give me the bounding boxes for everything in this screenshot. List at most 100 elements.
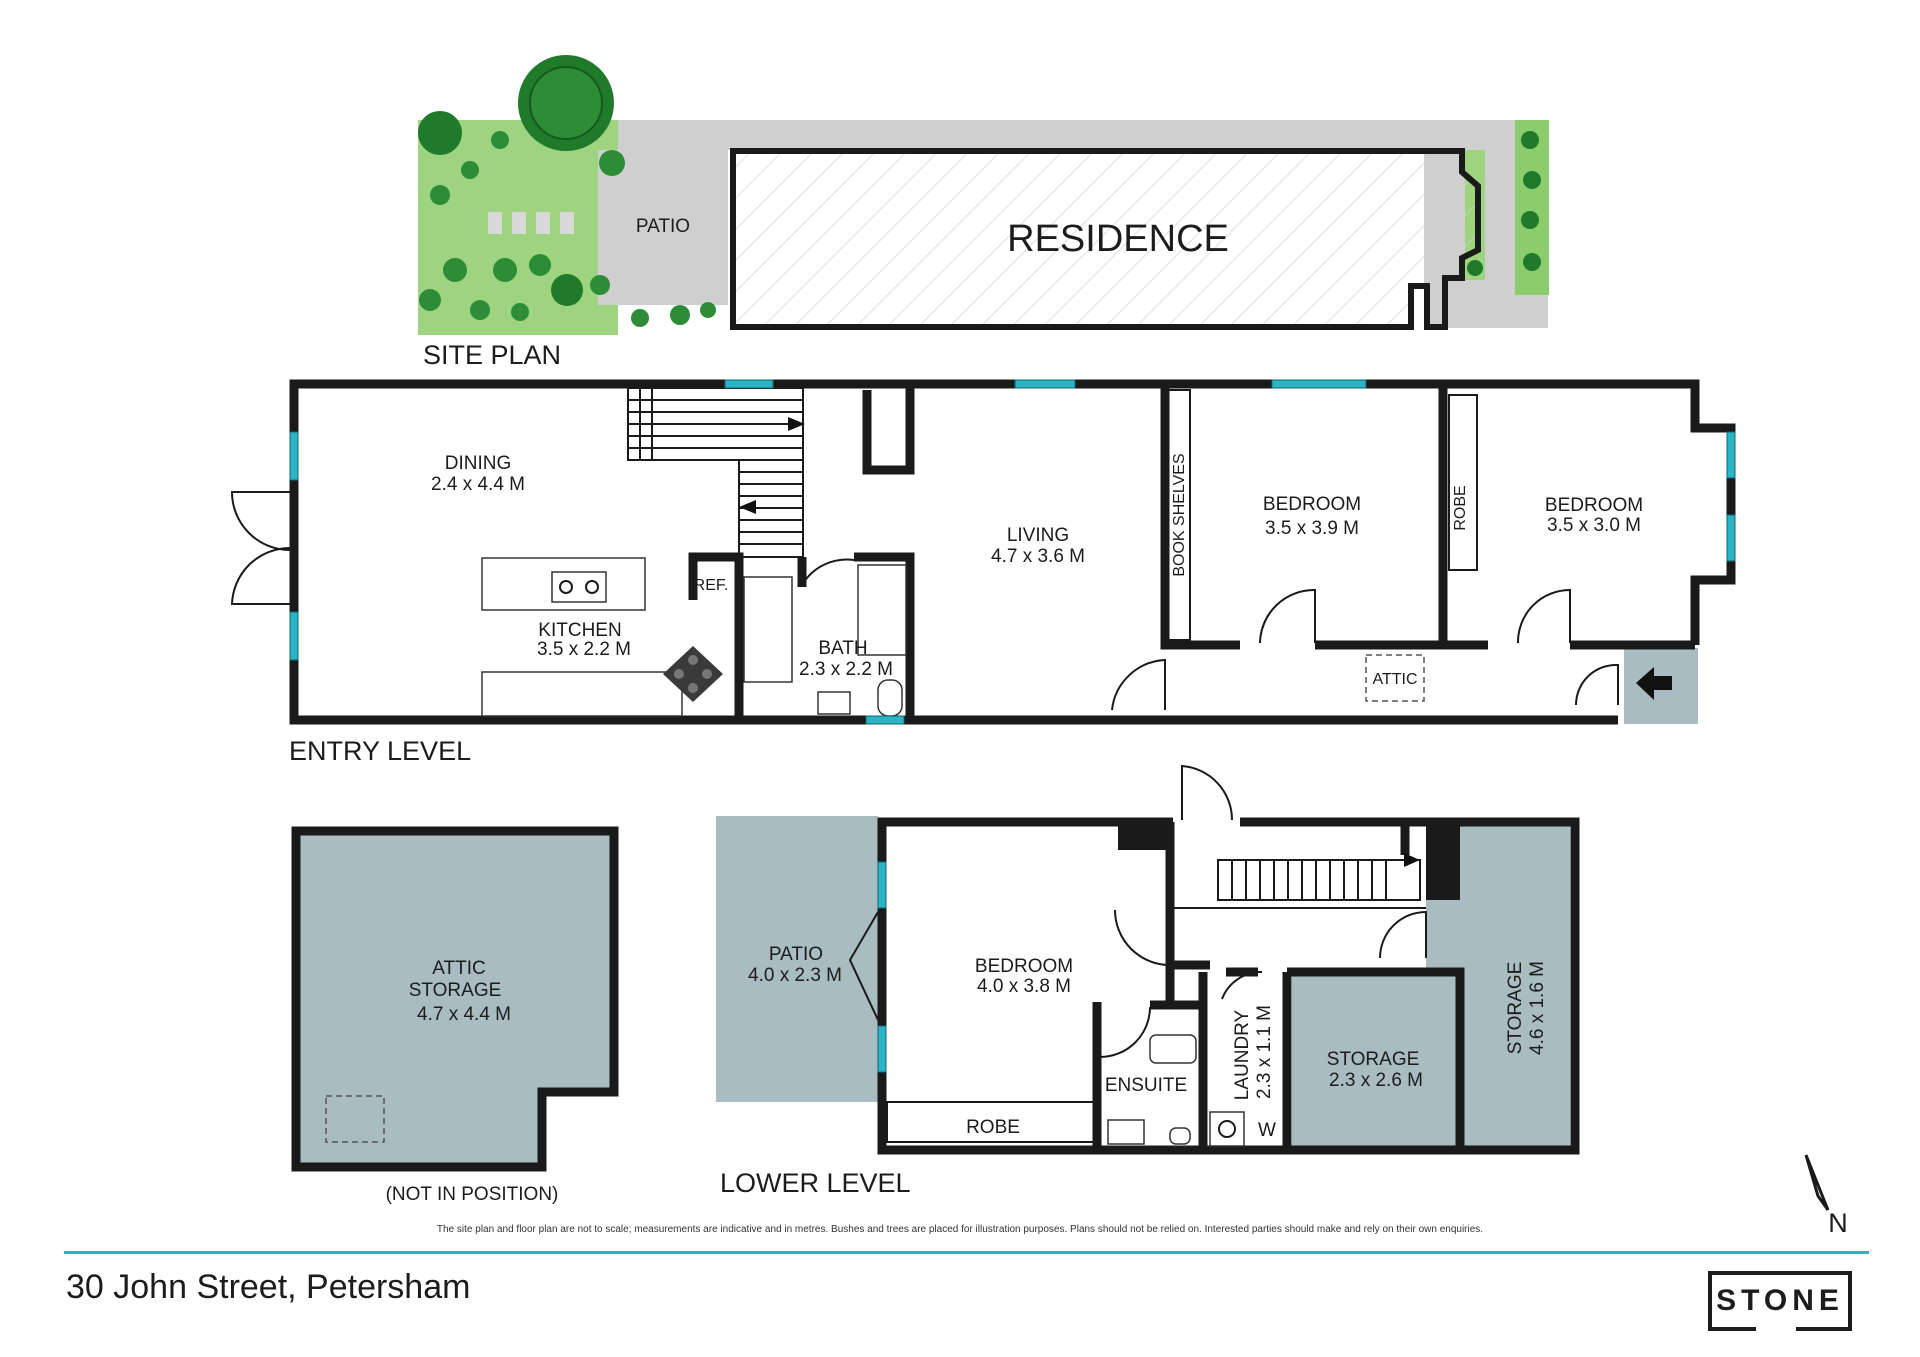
door-swing — [1111, 658, 1166, 711]
site-paving — [618, 120, 1548, 150]
ref-label: REF. — [694, 577, 729, 594]
attic-storage-room — [291, 826, 619, 1172]
bath-size: 2.3 x 2.2 M — [799, 659, 893, 680]
bush-icon — [419, 289, 441, 311]
entry-arrow-icon — [1636, 667, 1672, 700]
compass-label: N — [1828, 1208, 1848, 1238]
door-swing — [1099, 1006, 1151, 1058]
lower-level: PATIO 4.0 x 2.3 M BEDROOM 4.0 x 3.8 M RO… — [716, 764, 1580, 1198]
bush-icon — [529, 254, 551, 276]
dining-name: DINING — [445, 453, 512, 474]
lower-bedroom-size: 4.0 x 3.8 M — [977, 976, 1071, 997]
window — [1014, 379, 1076, 389]
bush-icon — [491, 131, 509, 149]
window — [724, 379, 774, 389]
attic-storage-name1: ATTIC — [432, 958, 485, 979]
storage1-name: STORAGE — [1327, 1049, 1420, 1070]
laundry-tub-icon — [1209, 1111, 1245, 1147]
book-shelves-label: BOOK SHELVES — [1171, 453, 1188, 576]
storage1-size: 2.3 x 2.6 M — [1329, 1070, 1423, 1091]
stepping-stone — [512, 212, 526, 234]
wall-block — [1118, 822, 1170, 850]
door-swing — [1181, 764, 1234, 821]
brand-name: STONE — [1716, 1284, 1844, 1317]
tree-icon — [529, 66, 603, 140]
attic-storage-size: 4.7 x 4.4 M — [417, 1004, 511, 1025]
dining-size: 2.4 x 4.4 M — [431, 474, 525, 495]
bush-icon — [599, 150, 625, 176]
bush-icon — [1521, 131, 1539, 149]
bedroom1-name: BEDROOM — [1263, 494, 1361, 515]
wall-storage-top — [1287, 967, 1465, 1150]
stepping-stone — [560, 212, 574, 234]
robe-label: ROBE — [1452, 485, 1469, 530]
lower-robe — [886, 1101, 1096, 1143]
wall-living-column — [862, 384, 915, 475]
bush-icon — [551, 274, 583, 306]
bedroom2-size: 3.5 x 3.0 M — [1547, 515, 1641, 536]
stepping-stone — [488, 212, 502, 234]
bush-icon — [1523, 253, 1541, 271]
entry-level: DINING 2.4 x 4.4 M KITCHEN 3.5 x 2.2 M R… — [230, 379, 1736, 766]
stepping-stone — [536, 212, 550, 234]
bush-icon — [1521, 211, 1539, 229]
site-patio-paving — [598, 150, 728, 305]
window — [1726, 514, 1736, 562]
french-door-left — [230, 491, 291, 551]
bath-name: BATH — [818, 638, 867, 659]
lower-level-title: LOWER LEVEL — [720, 1168, 911, 1198]
bush-icon — [470, 300, 490, 320]
lower-patio-size: 4.0 x 2.3 M — [748, 965, 842, 986]
bathtub-icon — [743, 576, 793, 683]
kitchen-bench — [481, 671, 683, 717]
bush-icon — [511, 303, 529, 321]
storage2-name: STORAGE — [1505, 962, 1526, 1055]
site-plan-title: SITE PLAN — [423, 340, 561, 370]
door-swing — [1114, 909, 1171, 966]
living-size: 4.7 x 3.6 M — [991, 546, 1085, 567]
laundry-size: 2.3 x 1.1 M — [1254, 1005, 1275, 1099]
toilet-icon — [877, 679, 903, 717]
ensuite-name: ENSUITE — [1105, 1075, 1187, 1096]
stair-arrow-icon — [788, 417, 805, 431]
bush-icon — [461, 161, 479, 179]
french-door-right — [230, 547, 291, 605]
attic-hatch — [325, 1095, 385, 1143]
ensuite-shower — [1149, 1034, 1197, 1064]
bedroom2-name: BEDROOM — [1545, 495, 1643, 516]
attic-hatch — [1365, 654, 1425, 702]
bush-icon — [631, 309, 649, 327]
laundry-name: LAUNDRY — [1232, 1009, 1253, 1100]
basin-icon — [817, 691, 851, 715]
attic-label: ATTIC — [1372, 671, 1417, 688]
lower-stairs — [1170, 853, 1426, 909]
site-patio-label: PATIO — [636, 216, 690, 237]
kitchen-size: 3.5 x 2.2 M — [537, 639, 631, 660]
window — [877, 1025, 887, 1073]
stair-arrow-icon — [1404, 853, 1420, 867]
door-swing — [1379, 910, 1427, 959]
window — [865, 715, 905, 725]
accent-rule — [64, 1251, 1869, 1254]
north-arrow-icon — [1804, 1154, 1830, 1211]
stair-arrow-icon — [739, 500, 756, 514]
property-address: 30 John Street, Petersham — [66, 1268, 471, 1306]
brand-logo: STONE — [1708, 1271, 1852, 1337]
entry-outer-wall — [289, 379, 1736, 725]
logo-notch — [1756, 1325, 1796, 1337]
window — [289, 431, 299, 481]
lower-patio-name: PATIO — [769, 944, 823, 965]
cooktop-icon — [663, 646, 723, 702]
bush-icon — [590, 275, 610, 295]
door-swing — [1516, 588, 1571, 644]
bush-icon — [700, 302, 716, 318]
kitchen-name: KITCHEN — [538, 620, 621, 641]
window — [289, 611, 299, 661]
wall-bath-right — [854, 552, 915, 720]
book-shelves — [1165, 389, 1191, 641]
not-in-position-note: (NOT IN POSITION) — [386, 1184, 559, 1205]
bush-icon — [443, 258, 467, 282]
bush-icon — [430, 185, 450, 205]
door-swing — [1574, 663, 1619, 706]
